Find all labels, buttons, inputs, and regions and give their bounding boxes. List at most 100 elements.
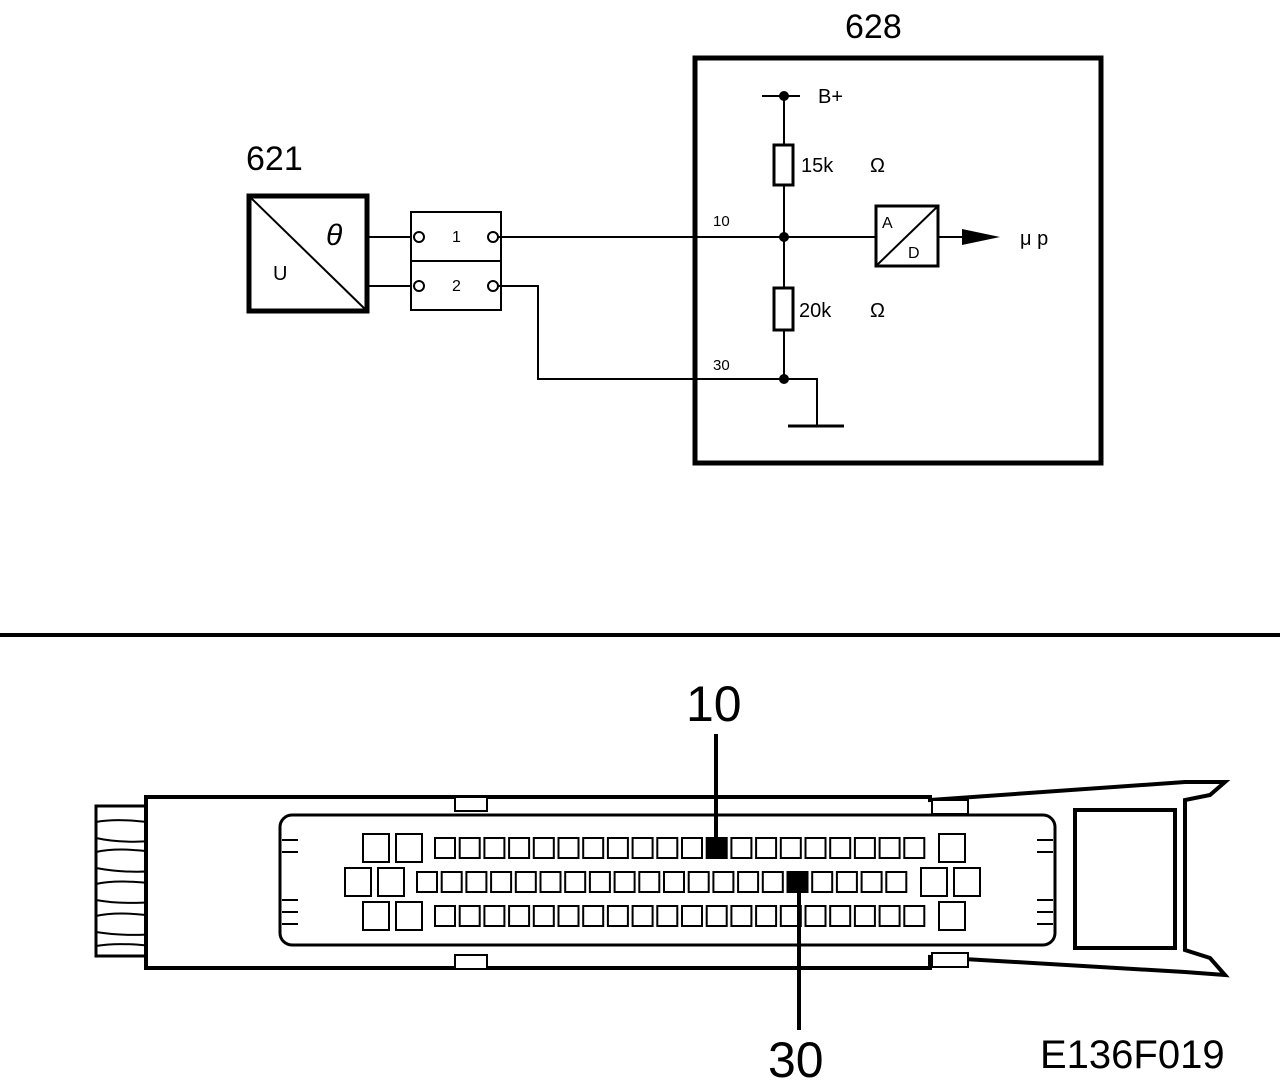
ecu-628: 628 B+ 15k Ω 20k Ω 10 30 A D μ p [692,8,1104,466]
connector-cavity [508,905,531,927]
connector-cavity [829,905,852,927]
connector-pin-1-cell [410,211,502,262]
connector-cavity [434,837,456,859]
connector-cavity-large [377,867,405,897]
connector-cavity [878,905,901,927]
connector-cavity [434,905,456,927]
ecu-pin-30-label: 30 [713,357,730,374]
connector-cavity [638,871,661,893]
connector-cavity [730,837,753,859]
connector-cavity [588,871,611,893]
connector-cavity [712,871,735,893]
connector-cavity [811,871,834,893]
connector-cavity [557,837,580,859]
resistor-20k-value: 20k [799,300,832,322]
connector-cavity [878,837,901,859]
resistor-15k-value: 15k [801,155,834,177]
connector-cavity-large [938,901,966,931]
connector-cavity [853,837,876,859]
pin-grid [344,833,981,931]
callout-label-10: 10 [686,676,742,732]
housing-tab-top [454,796,488,812]
connector-cavity [483,905,506,927]
connector-cavity [761,871,784,893]
connector-cavity [465,871,488,893]
adc-diagonal [875,205,939,267]
connector-cavity [804,837,827,859]
connector-cavity [705,905,728,927]
connector-cavity [582,905,605,927]
connector-cavity [606,837,629,859]
connector-cavity-large [938,833,966,863]
resistor-20k [772,286,795,332]
connector-cavity-large [953,867,981,897]
connector-cavity [483,837,506,859]
connector-cavity [885,871,908,893]
connector-cavity [514,871,537,893]
connector-cavity [539,871,562,893]
connector-cavity-large [920,867,948,897]
adc-output-label: D [908,245,920,262]
callout-label-30: 30 [768,1032,824,1088]
connector-cavity [606,905,629,927]
connector-cavity [490,871,513,893]
ground-drop [784,378,818,426]
connector-cavity [804,905,827,927]
connector-cavity-large [395,833,423,863]
housing-tab-bottom [454,954,488,970]
resistor-20k-unit: Ω [870,300,885,322]
connector-cavity [631,905,654,927]
inline-connector: 1 2 [410,211,502,311]
connector-pin-2-label: 2 [452,278,461,295]
microprocessor-label: μ p [1020,228,1048,250]
connector-cavity [730,905,753,927]
adc-input-label: A [882,215,893,232]
connector-cavity [860,871,883,893]
figure-code: E136F019 [1040,1033,1225,1077]
ecu-pin-10-label: 10 [713,213,730,230]
supply-label: B+ [818,86,843,108]
connector-pin-1-right-terminal [487,231,499,243]
connector-cavity [853,905,876,927]
connector-cavity-large [395,901,423,931]
connector-cavity [613,871,636,893]
sensor-621: 621 θ U [246,140,370,314]
face-comb-right [1037,839,1053,925]
connector-cavity [681,837,703,859]
connector-pin-2-left-terminal [413,280,425,292]
connector-cavity [532,837,555,859]
connector-cavity [582,837,605,859]
connector-pin-1-label: 1 [452,229,461,246]
housing-tab-top-right [931,799,969,815]
connector-cavity [903,837,926,859]
ground-wire [498,285,784,380]
connector-cavity [903,905,926,927]
connector-cavity [681,905,703,927]
connector-cavity [508,837,531,859]
sensor-id-label: 621 [246,140,303,178]
connector-cavity [835,871,858,893]
connector-cavity-large [362,833,390,863]
connector-cavity [755,837,778,859]
resistor-15k [772,143,795,187]
connector-cavity [687,871,710,893]
sensor-box [246,193,370,314]
connector-cavity [532,905,555,927]
ecu-id-label: 628 [845,8,902,46]
connector-cavity [663,871,685,893]
output-arrow-icon [962,229,1000,245]
connector-cavity [564,871,587,893]
sensor-theta-symbol: θ [326,219,343,252]
resistor-15k-unit: Ω [870,155,885,177]
connector-cavity-large [362,901,390,931]
connector-cavity [656,905,679,927]
sensor-diagonal [248,195,368,312]
housing-slot [1073,808,1177,950]
connector-pin-1-left-terminal [413,231,425,243]
ecu-box [692,55,1104,466]
connector-cavity [829,837,852,859]
connector-cavity [458,837,481,859]
sensor-u-symbol: U [273,263,287,285]
connector-cavity [755,905,778,927]
